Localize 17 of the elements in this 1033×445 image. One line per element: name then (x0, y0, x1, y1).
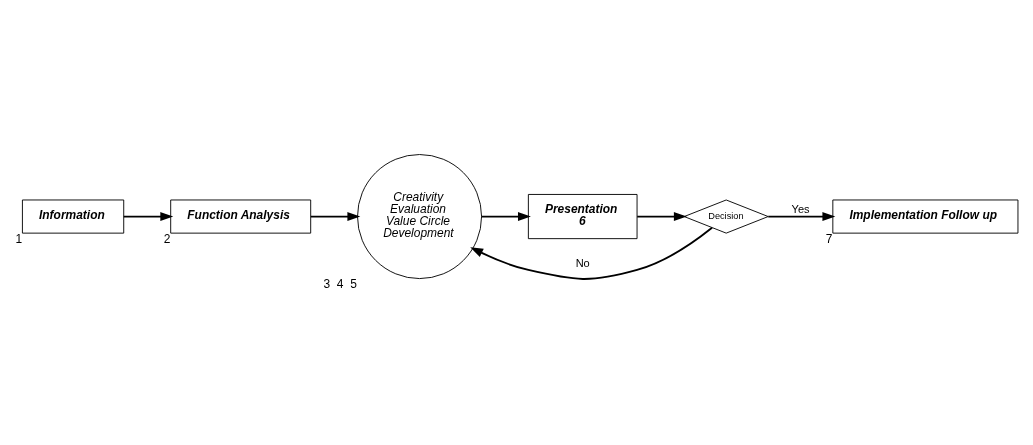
arrow (122, 211, 174, 221)
node-box: Information (21, 199, 125, 234)
node-label: 2 (163, 231, 171, 246)
arrow (309, 211, 361, 221)
arrow (767, 211, 836, 221)
node-label: 7 (825, 231, 833, 246)
node-diamond: Decision (683, 199, 769, 234)
node-box: Implementation Follow up (832, 199, 1019, 234)
edge-label: No (575, 256, 590, 269)
arrow (636, 211, 687, 221)
edge-label: Yes (791, 202, 810, 215)
node-label: 1 (15, 231, 23, 246)
node-box: Function Analysis (170, 199, 312, 234)
node-label: 3 4 5 (323, 276, 357, 291)
node-box: Presentation 6 (527, 193, 638, 239)
arrow (480, 211, 531, 221)
arrow (470, 226, 713, 280)
